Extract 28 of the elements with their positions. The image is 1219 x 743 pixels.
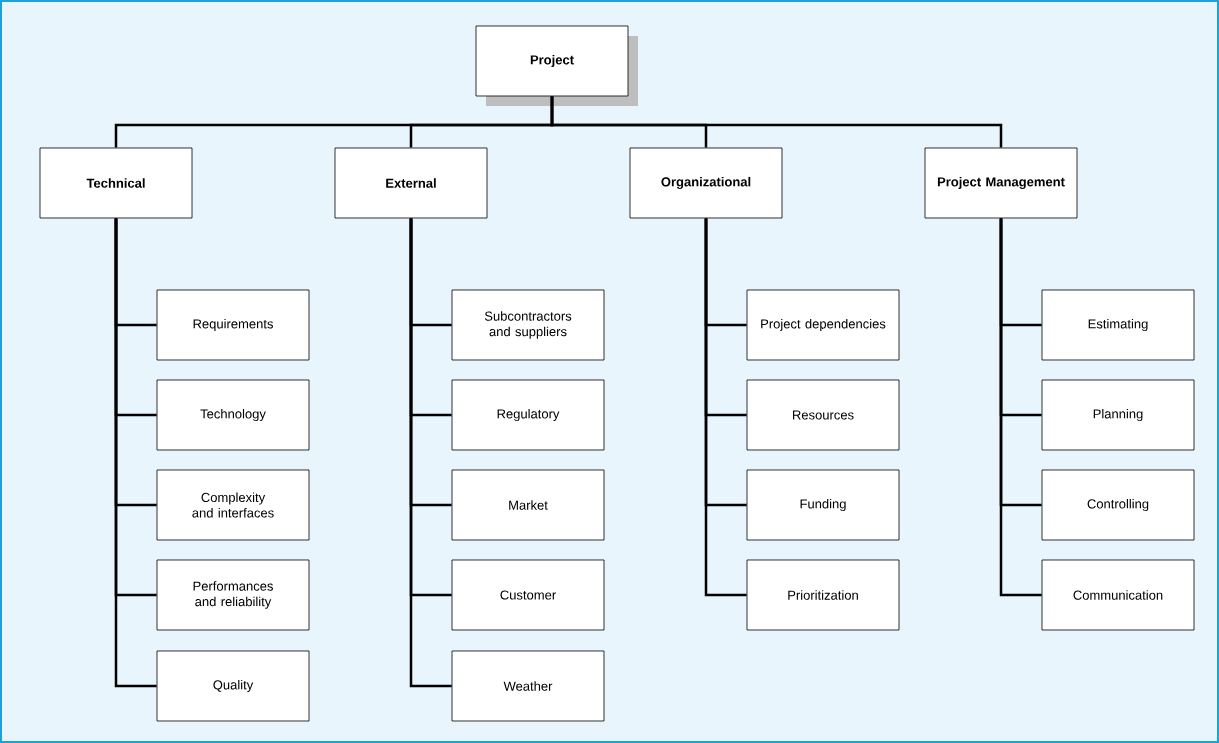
risk-box: Funding bbox=[746, 469, 900, 541]
connector-line bbox=[550, 96, 1003, 148]
risk-box: Regulatory bbox=[451, 379, 605, 451]
risk-box: Customer bbox=[451, 559, 605, 631]
risk-box: Weather bbox=[451, 650, 605, 722]
risk-box: Resources bbox=[746, 379, 900, 451]
risk-box: Complexity and interfaces bbox=[156, 469, 310, 541]
risk-box: Estimating bbox=[1041, 289, 1195, 361]
risk-box: Quality bbox=[156, 650, 310, 722]
category-box: Project Management bbox=[924, 147, 1078, 219]
risk-box: Project dependencies bbox=[746, 289, 900, 361]
risk-box: Subcontractors and suppliers bbox=[451, 289, 605, 361]
risk-box: Prioritization bbox=[746, 559, 900, 631]
project-box: Project bbox=[475, 25, 638, 106]
risk-box: Technology bbox=[156, 379, 310, 451]
connector-line bbox=[409, 218, 452, 688]
connector-line bbox=[999, 218, 1042, 597]
risk-box: Requirements bbox=[156, 289, 310, 361]
risk-box: Planning bbox=[1041, 379, 1195, 451]
category-box: External bbox=[334, 147, 488, 219]
risk-box: Controlling bbox=[1041, 469, 1195, 541]
category-box: Technical bbox=[39, 147, 193, 219]
category-box: Organizational bbox=[629, 147, 783, 219]
connector-line bbox=[114, 218, 157, 688]
risk-box: Communication bbox=[1041, 559, 1195, 631]
connector-line bbox=[704, 218, 747, 597]
risk-box: Market bbox=[451, 469, 605, 541]
risk-box: Performances and reliability bbox=[156, 559, 310, 631]
